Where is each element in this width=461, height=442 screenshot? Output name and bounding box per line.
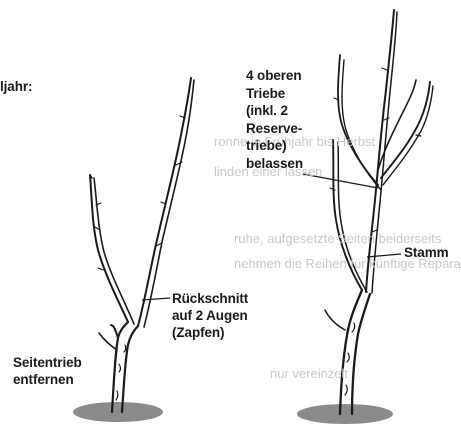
ghost-text-3: ruhe, aufgesetzte Seiten beiderseits [234, 231, 441, 246]
label-stamm: Stamm [404, 245, 449, 260]
label-rueckschnitt: Rückschnitt auf 2 Augen (Zapfen) [172, 290, 248, 341]
tree-right [325, 10, 433, 414]
label-seitentrieb: Seitentrieb entfernen [13, 354, 82, 388]
label-jahr-fragment: ljahr: [0, 79, 32, 94]
leader-rueckschnitt [142, 298, 170, 300]
ghost-text-5: nur vereinzelt [270, 366, 348, 381]
label-oberen-triebe: 4 oberen Triebe (inkl. 2 Reserve- triebe… [246, 67, 303, 172]
tree-left [90, 78, 194, 412]
